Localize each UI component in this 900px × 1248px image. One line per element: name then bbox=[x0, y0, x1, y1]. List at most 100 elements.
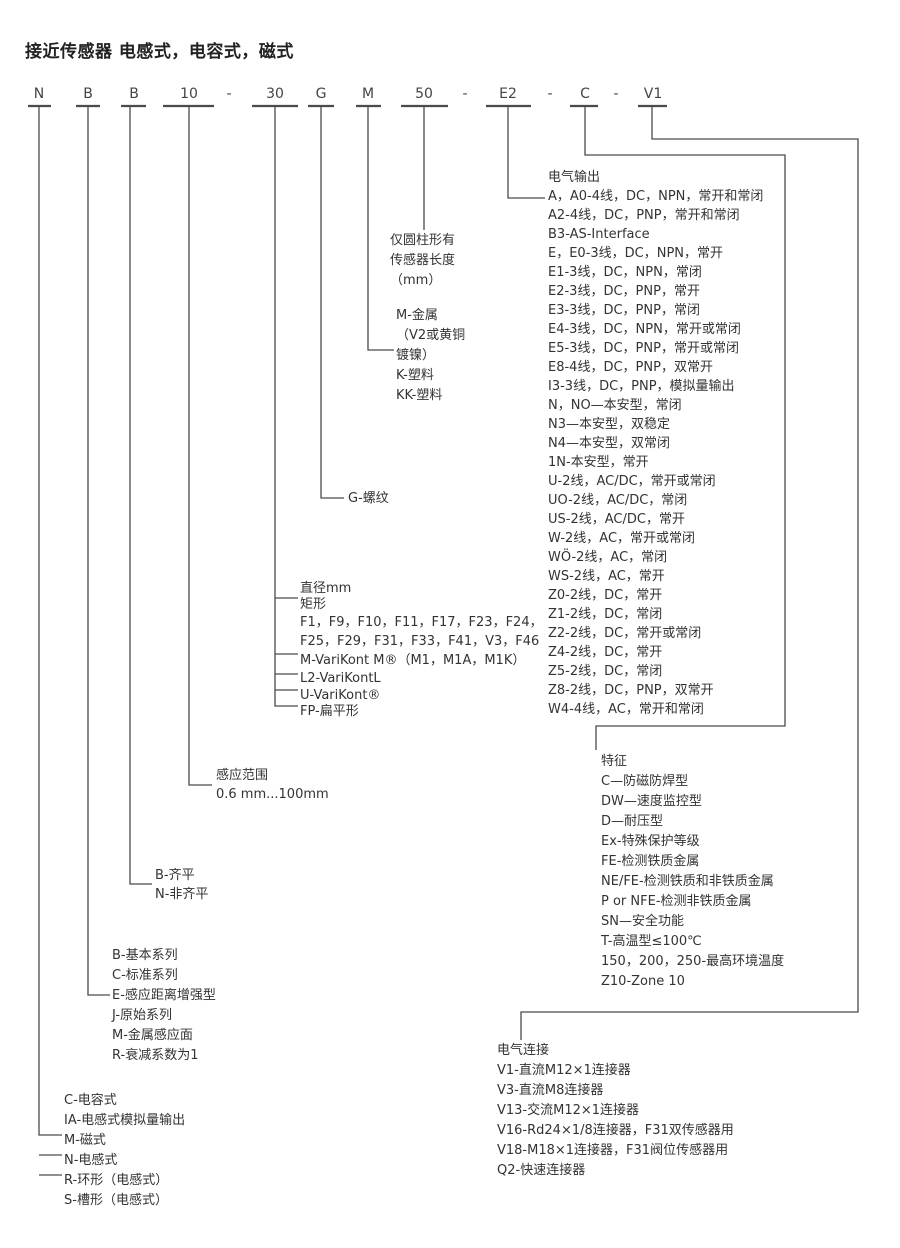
list-item: N3—本安型，双稳定 bbox=[548, 417, 670, 432]
sensor-type-list: C-电容式 IA-电感式模拟量输出 M-磁式 N-电感式 R-环形（电感式） S… bbox=[64, 1091, 185, 1211]
list-item: E1-3线，DC，NPN，常闭 bbox=[548, 265, 702, 280]
electrical-output-list: 电气输出 A，A0-4线，DC，NPN，常开和常闭 A2-4线，DC，PNP，常… bbox=[548, 168, 763, 719]
connector-features bbox=[584, 106, 786, 750]
features-list: 特征 C—防磁防焊型 DW—速度监控型 D—耐压型 Ex-特殊保护等级 FE-检… bbox=[601, 752, 784, 992]
list-item: B-齐平 bbox=[155, 868, 195, 883]
connector-connection bbox=[520, 106, 859, 1040]
list-item: Q2-快速连接器 bbox=[497, 1163, 586, 1178]
list-item: DW—速度监控型 bbox=[601, 794, 702, 809]
code-separator: - bbox=[547, 86, 553, 102]
code-part-length: 50 bbox=[415, 86, 433, 102]
list-item: K-塑料 bbox=[396, 368, 434, 383]
list-item: S-槽形（电感式） bbox=[64, 1193, 168, 1208]
list-item: KK-塑料 bbox=[396, 388, 443, 403]
list-item: C-标准系列 bbox=[112, 968, 178, 983]
list-item: G-螺纹 bbox=[348, 491, 389, 506]
list-item: J-原始系列 bbox=[112, 1008, 173, 1023]
code-part-connection: V1 bbox=[643, 86, 663, 102]
list-item: F25，F29，F31，F33，F41，V3，F46 bbox=[300, 634, 540, 649]
list-item: （V2或黄铜 bbox=[396, 328, 466, 343]
connector-flush bbox=[129, 106, 152, 885]
list-item: M-金属感应面 bbox=[112, 1028, 193, 1043]
list-item: 直径mm bbox=[300, 581, 352, 596]
list-item: 0.6 mm...100mm bbox=[216, 787, 329, 802]
section-heading: 特征 bbox=[601, 754, 628, 769]
list-item: M-金属 bbox=[396, 308, 438, 323]
list-item: V3-直流M8连接器 bbox=[497, 1083, 604, 1098]
section-heading: 电气连接 bbox=[497, 1043, 550, 1058]
list-item: Z1-2线，DC，常闭 bbox=[548, 607, 663, 622]
code-part-series: B bbox=[83, 86, 93, 102]
code-part-output: E2 bbox=[499, 86, 517, 102]
list-item: A2-4线，DC，PNP，常开和常闭 bbox=[548, 208, 740, 223]
list-item: Z0-2线，DC，常开 bbox=[548, 588, 663, 603]
list-item: W-2线，AC，常开或常闭 bbox=[548, 531, 696, 546]
list-item: V13-交流M12×1连接器 bbox=[497, 1103, 640, 1118]
list-item: M-VariKont M®（M1，M1A，M1K） bbox=[300, 653, 526, 668]
list-item: 矩形 bbox=[300, 597, 327, 612]
list-item: L2-VariKontL bbox=[300, 671, 381, 686]
list-item: D—耐压型 bbox=[601, 814, 664, 829]
list-item: SN—安全功能 bbox=[601, 914, 684, 929]
shape-list: 直径mm 矩形 F1，F9，F10，F11，F17，F23，F24， F25，F… bbox=[300, 581, 543, 720]
material-list: M-金属 （V2或黄铜 镀镍） K-塑料 KK-塑料 bbox=[396, 306, 465, 406]
list-item: N-非齐平 bbox=[155, 887, 209, 902]
list-item: E3-3线，DC，PNP，常闭 bbox=[548, 303, 700, 318]
list-item: 仅圆柱形有 bbox=[390, 233, 456, 248]
connector-thread bbox=[320, 106, 344, 499]
list-item: V18-M18×1连接器，F31阀位传感器用 bbox=[497, 1143, 729, 1158]
flush-list: B-齐平 N-非齐平 bbox=[155, 866, 208, 904]
list-item: 1N-本安型，常开 bbox=[548, 455, 649, 470]
list-item: N，NO—本安型，常闭 bbox=[548, 398, 682, 413]
code-part-type: N bbox=[33, 86, 45, 102]
code-part-range: 10 bbox=[180, 86, 198, 102]
list-item: 镀镍） bbox=[396, 348, 436, 363]
list-item: R-衰减系数为1 bbox=[112, 1048, 199, 1063]
code-part-material: M bbox=[361, 86, 375, 102]
connector-output bbox=[507, 106, 545, 199]
list-item: C-电容式 bbox=[64, 1093, 117, 1108]
list-item: 传感器长度 bbox=[390, 253, 456, 268]
list-item: V1-直流M12×1连接器 bbox=[497, 1063, 631, 1078]
list-item: E，E0-3线，DC，NPN，常开 bbox=[548, 246, 724, 261]
page-title: 接近传感器 电感式，电容式，磁式 bbox=[25, 42, 294, 62]
connector-material bbox=[367, 106, 394, 351]
code-part-feature: C bbox=[580, 86, 590, 102]
list-item: B-基本系列 bbox=[112, 948, 178, 963]
list-item: E8-4线，DC，PNP，双常开 bbox=[548, 360, 713, 375]
list-item: E4-3线，DC，NPN，常开或常闭 bbox=[548, 322, 741, 337]
list-item: Z4-2线，DC，常开 bbox=[548, 645, 663, 660]
list-item: WÖ-2线，AC，常闭 bbox=[548, 550, 668, 565]
list-item: Z2-2线，DC，常开或常闭 bbox=[548, 626, 702, 641]
list-item: 感应范围 bbox=[216, 768, 269, 783]
list-item: Z8-2线，DC，PNP，双常开 bbox=[548, 683, 714, 698]
list-item: FE-检测铁质金属 bbox=[601, 854, 700, 869]
list-item: R-环形（电感式） bbox=[64, 1173, 169, 1188]
list-item: V16-Rd24×1/8连接器，F31双传感器用 bbox=[497, 1123, 734, 1138]
list-item: E-感应距离增强型 bbox=[112, 988, 216, 1003]
list-item: Z5-2线，DC，常闭 bbox=[548, 664, 663, 679]
list-item: W4-4线，AC，常开和常闭 bbox=[548, 702, 704, 717]
code-part-thread: G bbox=[315, 86, 327, 102]
list-item: A，A0-4线，DC，NPN，常开和常闭 bbox=[548, 189, 764, 204]
list-item: F1，F9，F10，F11，F17，F23，F24， bbox=[300, 615, 543, 630]
list-item: （mm） bbox=[390, 273, 442, 288]
code-part-flush: B bbox=[129, 86, 139, 102]
list-item: US-2线，AC/DC，常开 bbox=[548, 512, 685, 527]
list-item: WS-2线，AC，常开 bbox=[548, 569, 665, 584]
connector-series bbox=[87, 106, 110, 996]
list-item: T-高温型≤100℃ bbox=[601, 934, 702, 949]
list-item: N-电感式 bbox=[64, 1153, 118, 1168]
list-item: E2-3线，DC，PNP，常开 bbox=[548, 284, 700, 299]
code-separator: - bbox=[613, 86, 619, 102]
list-item: U-VariKont® bbox=[300, 688, 381, 703]
section-heading: 电气输出 bbox=[548, 170, 601, 185]
sensing-range-block: 感应范围 0.6 mm...100mm bbox=[216, 766, 329, 804]
thread-block: G-螺纹 bbox=[348, 489, 389, 508]
list-item: U-2线，AC/DC，常开或常闭 bbox=[548, 474, 716, 489]
list-item: 150，200，250-最高环境温度 bbox=[601, 954, 785, 969]
list-item: M-磁式 bbox=[64, 1133, 106, 1148]
connector-range bbox=[188, 106, 212, 786]
connection-list: 电气连接 V1-直流M12×1连接器 V3-直流M8连接器 V13-交流M12×… bbox=[497, 1041, 734, 1181]
